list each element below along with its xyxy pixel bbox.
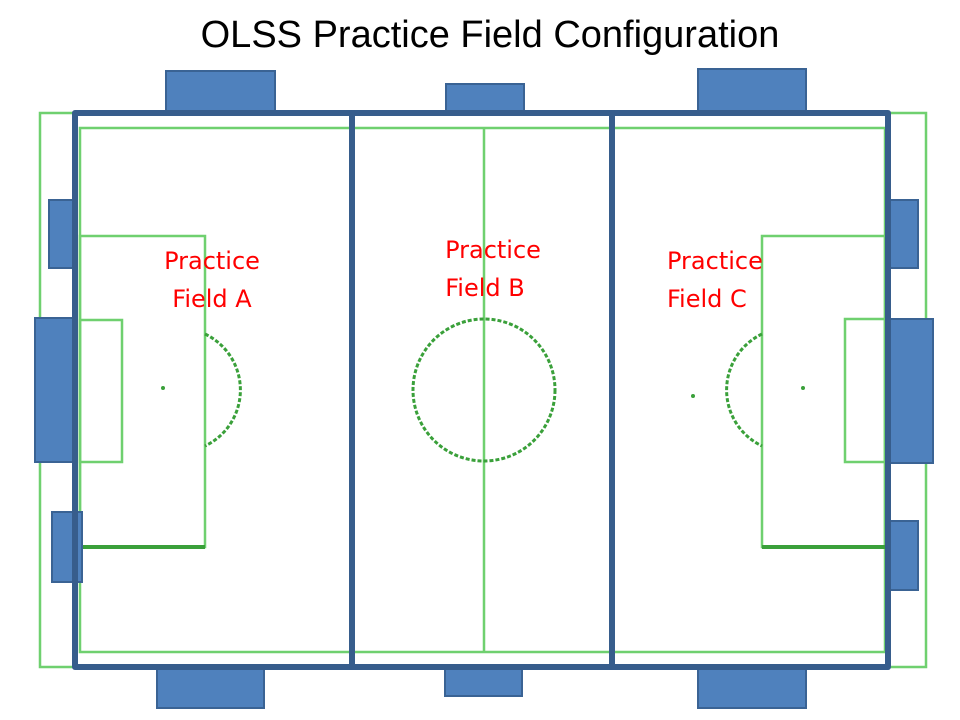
field-c-label-line1: Practice	[667, 247, 763, 275]
left-penalty-spot	[161, 386, 165, 390]
soccer-pitch-lines	[78, 126, 887, 654]
touchlines	[78, 126, 887, 654]
marker-dot	[691, 394, 695, 398]
pitch-markings-dark	[204, 317, 763, 463]
field-b-label-line1: Practice	[445, 236, 541, 264]
penalty-spots	[161, 386, 805, 398]
field-a-label-line2: Field A	[172, 285, 252, 313]
left-penalty-arc	[204, 332, 242, 448]
page-title: OLSS Practice Field Configuration	[200, 14, 780, 56]
right-penalty-spot	[801, 386, 805, 390]
practice-field-a-frame[interactable]	[72, 110, 355, 670]
field-c-label-line2: Field C	[667, 285, 747, 313]
practice-field-b-frame[interactable]	[349, 110, 615, 670]
practice-field-c-frame[interactable]	[609, 110, 891, 670]
left-goal-area	[78, 318, 124, 464]
structures	[34, 68, 934, 709]
structure-left-2	[34, 317, 77, 463]
practice-field-frames	[72, 110, 891, 670]
center-circle	[411, 317, 557, 463]
right-goal-area	[843, 317, 887, 464]
right-penalty-arc	[725, 332, 763, 448]
structure-left-1	[48, 199, 77, 269]
field-a-label-line1: Practice	[164, 247, 260, 275]
structure-top-3	[697, 68, 807, 114]
structure-top-2	[445, 83, 525, 114]
field-b-label-line2: Field B	[445, 274, 525, 302]
structure-bottom-3	[697, 667, 807, 709]
right-penalty-box	[760, 234, 887, 549]
structure-bottom-2	[444, 667, 523, 697]
structure-top-1	[165, 70, 276, 114]
structure-right-2	[885, 318, 934, 464]
structure-bottom-1	[156, 667, 265, 709]
left-penalty-box	[78, 234, 207, 549]
